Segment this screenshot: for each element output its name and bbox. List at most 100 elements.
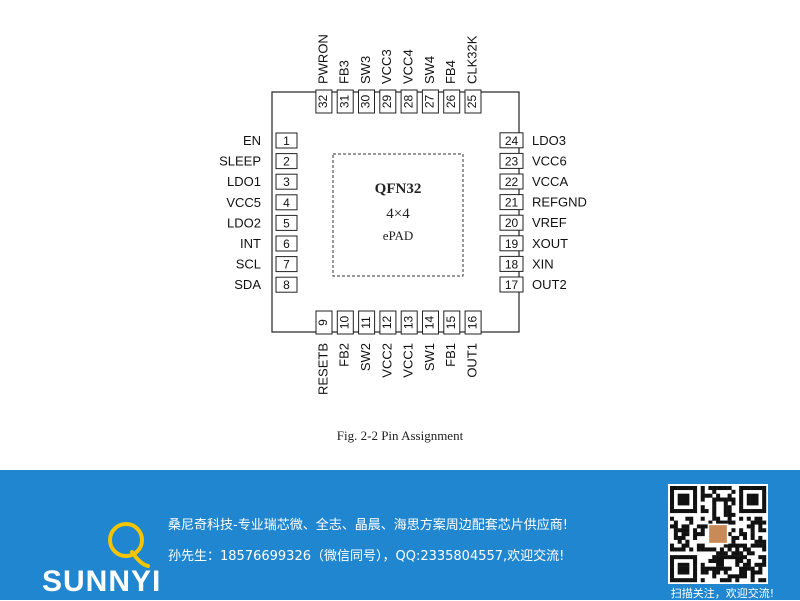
- pin-name: FB2: [337, 343, 352, 367]
- pin-name: FB4: [443, 60, 458, 84]
- pin-number: 20: [505, 216, 519, 230]
- pin-name: FB3: [337, 60, 352, 84]
- pin-box: [443, 310, 461, 335]
- pin-box: [379, 89, 397, 114]
- pin-box: [315, 310, 333, 335]
- pin-number: 19: [505, 237, 519, 251]
- pin-number: 4: [283, 196, 290, 210]
- pin-top-28: 28 VCC4: [401, 49, 418, 114]
- pin-name: SDA: [234, 277, 261, 292]
- pin-number: 27: [423, 95, 437, 109]
- pin-name: VREF: [532, 215, 567, 230]
- pin-name: OUT1: [465, 343, 480, 378]
- pin-box: [499, 276, 524, 293]
- pin-name: RESETB: [315, 343, 330, 395]
- pin-box: [499, 173, 524, 190]
- epad-outline: [332, 153, 464, 277]
- pin-number: 2: [283, 155, 290, 169]
- pin-name: LDO1: [227, 174, 261, 189]
- pin-name: SLEEP: [219, 154, 261, 169]
- pin-box: [499, 214, 524, 231]
- pin-number: 3: [283, 175, 290, 189]
- pin-name: XOUT: [532, 236, 568, 251]
- pin-right-20: 20 VREF: [499, 214, 567, 231]
- pin-left-1: 1EN: [243, 132, 298, 149]
- pin-number: 18: [505, 257, 519, 271]
- pin-top-27: 27 SW4: [421, 56, 439, 114]
- pin-top-26: 26 FB4: [443, 60, 461, 114]
- pin-box: [336, 89, 354, 114]
- pin-name: VCC4: [401, 49, 416, 84]
- pin-right-24: 24 LDO3: [499, 132, 566, 149]
- pin-name: SCL: [236, 257, 261, 272]
- pin-name: SW3: [358, 56, 373, 84]
- pin-name: CLK32K: [464, 35, 479, 84]
- pin-name: REFGND: [532, 195, 587, 210]
- pin-number: 7: [283, 258, 290, 272]
- pin-number: 26: [444, 95, 458, 109]
- pin-number: 23: [505, 154, 519, 168]
- logo-text: SUNNYI: [42, 565, 162, 598]
- pin-number: 24: [505, 134, 519, 148]
- pin-name: SW1: [422, 343, 437, 371]
- pin-name: FB1: [443, 343, 458, 367]
- pin-box: [499, 235, 524, 252]
- pin-number: 12: [380, 316, 394, 330]
- pin-name: VCCA: [532, 174, 568, 189]
- pin-diagram-canvas: QFN32 4×4 ePAD 1EN2SLEEP3LDO14VCC55LDO26…: [219, 34, 587, 443]
- pin-box: [379, 310, 397, 335]
- pin-number: 15: [444, 316, 458, 330]
- pin-number: 17: [505, 278, 519, 292]
- pin-number: 32: [316, 95, 330, 109]
- pin-left-2: 2 SLEEP: [219, 153, 298, 170]
- pin-number: 13: [401, 316, 415, 330]
- package-size: 4×4: [386, 206, 410, 222]
- pin-name: VCC5: [226, 195, 261, 210]
- figure-caption: Fig. 2-2 Pin Assignment: [337, 428, 464, 443]
- package-name: QFN32: [375, 181, 422, 197]
- pin-name: LDO3: [532, 133, 566, 148]
- pin-box: [275, 256, 298, 273]
- contact-banner: SUNNYI 桑尼奇科技-专业瑞芯微、全志、晶晨、海思方案周边配套芯片供应商! …: [0, 470, 800, 600]
- pin-box: [315, 89, 333, 114]
- pin-box: [421, 89, 439, 114]
- pin-name: VCC2: [379, 343, 394, 378]
- pin-number: 9: [316, 319, 330, 326]
- pin-name: INT: [240, 236, 261, 251]
- qr-code: [668, 484, 768, 584]
- pin-box: [358, 89, 375, 114]
- pin-left-3: 3 LDO1: [227, 173, 298, 190]
- pin-number: 28: [401, 95, 415, 109]
- pin-box: [464, 310, 482, 335]
- pin-box: [275, 132, 298, 149]
- pin-name: LDO2: [227, 215, 261, 230]
- pin-number: 30: [359, 95, 373, 109]
- pin-number: 10: [337, 316, 351, 330]
- pin-name: SW4: [422, 56, 437, 84]
- pin-right-23: 23 VCC6: [499, 152, 567, 169]
- pin-box: [499, 255, 524, 272]
- pin-right-19: 19 XOUT: [499, 235, 568, 252]
- logo-ring-icon: [108, 522, 150, 568]
- pin-box: [422, 310, 439, 335]
- pin-box: [275, 173, 298, 190]
- pin-name: SW2: [358, 343, 373, 371]
- pin-name: VCC6: [532, 153, 567, 168]
- pin-box: [275, 235, 298, 252]
